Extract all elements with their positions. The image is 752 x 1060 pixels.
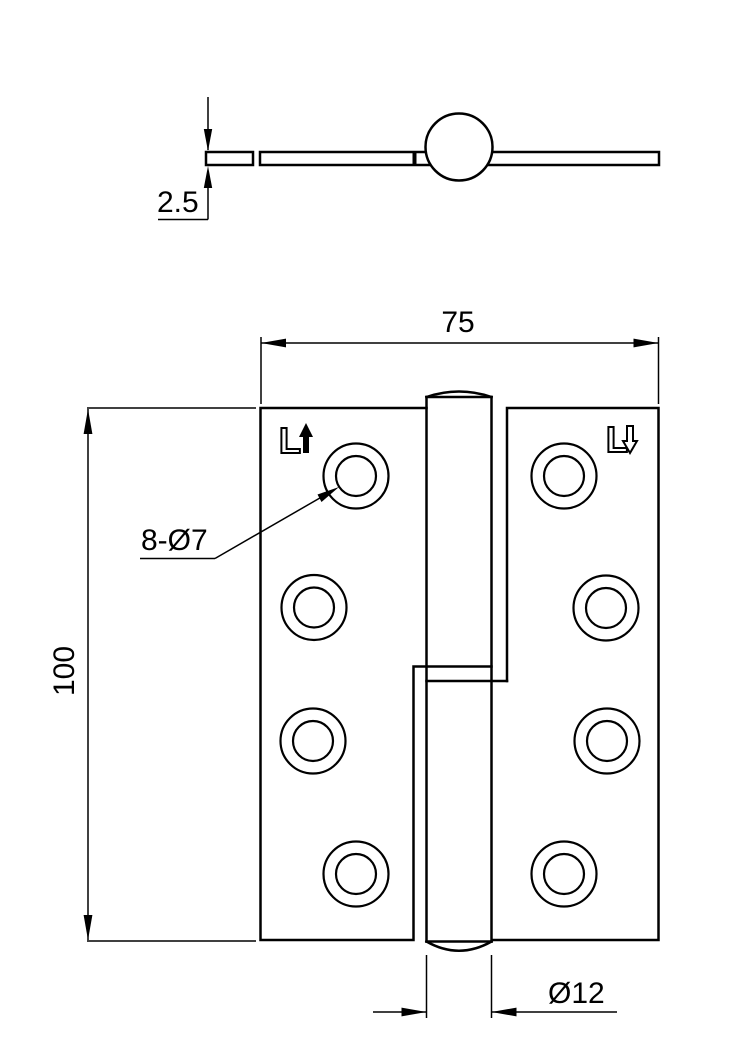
dim-arrow-right-icon [633,338,659,348]
side-view [204,112,661,182]
dimension-pin-diameter: Ø12 [373,955,617,1018]
leaf-mark-left-letter: L [279,420,301,461]
right-leaf [491,406,660,942]
down-arrow-icon [621,425,639,455]
leaf-mark-left: L [278,419,313,462]
screw-hole [573,707,641,775]
dim-arrow-up-icon [203,166,213,188]
dimension-thickness: 2.5 [157,97,213,221]
pin-cap-top-arc [424,390,494,399]
screw-hole [322,840,390,908]
side-view-knuckle-circle [424,112,494,182]
dim-thickness-value: 2.5 [157,186,199,219]
dim-arrow-down-icon [83,915,93,940]
leader-arrow-icon [317,487,339,502]
pin-cap-bottom-arc [424,939,494,952]
dim-arrow-up-icon [83,409,93,434]
dimension-width: 75 [260,306,660,404]
screw-hole [322,442,390,510]
screw-hole [530,442,598,510]
up-arrow-icon [299,423,313,453]
dim-arrow-left-icon [261,338,286,348]
dim-arrow-down-icon [203,129,213,151]
screw-hole [572,574,640,642]
dim-arrow-left-icon [491,1007,517,1017]
hole-callout-value: 8-Ø7 [141,524,208,557]
dim-height-value: 100 [48,646,81,696]
leaf-mark-right: L [605,418,639,461]
dimension-height: 100 [48,407,256,942]
screw-holes [279,442,641,908]
screw-hole [280,573,348,642]
screw-hole [279,707,347,775]
hinge-pin-barrel [424,390,494,952]
hole-callout-leader-line [214,490,333,560]
side-view-left-leaf-stub [204,150,255,167]
front-view: L L [259,390,660,952]
screw-hole [530,840,598,908]
hole-callout: 8-Ø7 [140,487,339,560]
leaf-mark-right-letter: L [606,419,628,460]
dim-arrow-right-icon [401,1007,427,1017]
dim-width-value: 75 [441,306,474,339]
dim-pin-diameter-value: Ø12 [548,977,605,1010]
